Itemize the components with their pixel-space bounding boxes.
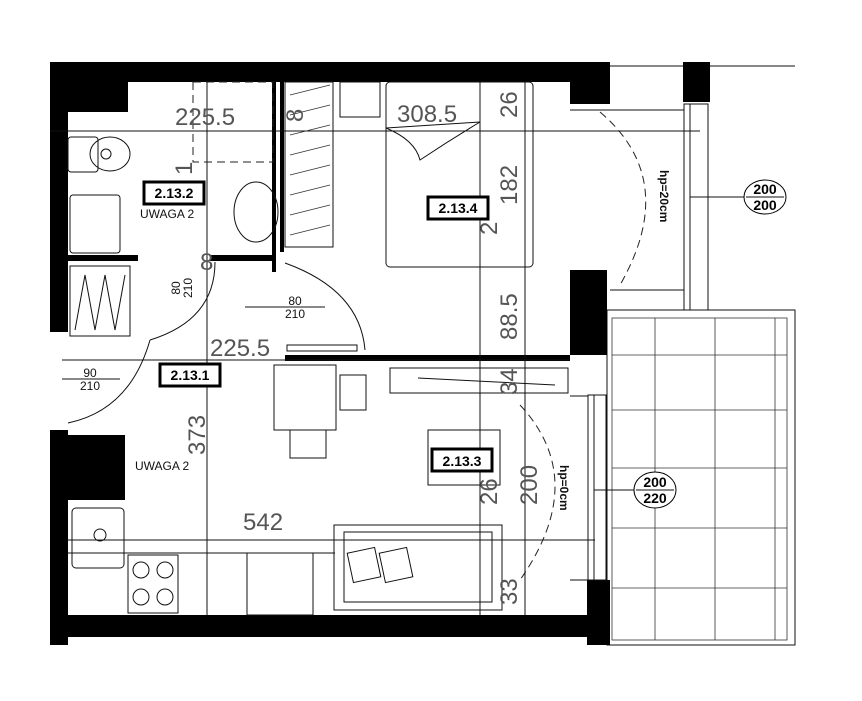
window-size-marker: 200 200 [743, 179, 787, 215]
svg-text:200: 200 [753, 181, 777, 197]
dim-bed-bottom: 88.5 [496, 293, 523, 340]
window-frames [519, 103, 709, 581]
svg-text:80: 80 [169, 281, 183, 295]
door-label: 80 210 [245, 294, 325, 321]
dim-bed-length: 182 [496, 165, 523, 205]
room-note: UWAGA 2 [140, 207, 195, 221]
room-tag-2.13.2: 2.13.2 [142, 180, 206, 206]
dim-living-side: 26 [476, 478, 503, 505]
fixtures [67, 81, 569, 616]
room-tag-2.13.3: 2.13.3 [430, 447, 494, 473]
room-id: 2.13.1 [171, 367, 210, 383]
window-sill-label: hp=0cm [557, 465, 571, 511]
door-label: 90 210 [62, 366, 120, 393]
room-id: 2.13.2 [155, 185, 194, 201]
dim-living-top: 34 [496, 368, 523, 395]
dim-bath-side: 1 [171, 162, 198, 175]
walls [50, 62, 710, 645]
doors [67, 261, 366, 424]
dim-living-bottom: 33 [496, 578, 523, 605]
dim-bath-gap: 8 [200, 249, 213, 276]
door-label: 80 210 [169, 278, 195, 298]
dim-living-window: 200 [516, 465, 543, 505]
dim-hall-width: 225.5 [210, 335, 270, 362]
svg-text:210: 210 [181, 278, 195, 298]
svg-text:210: 210 [80, 379, 100, 393]
dim-bed-top: 26 [496, 91, 523, 118]
window-size-marker: 200 220 [633, 471, 677, 509]
dimension-lines [50, 82, 700, 615]
room-tag-2.13.1: 2.13.1 [158, 362, 222, 388]
svg-text:200: 200 [753, 197, 777, 213]
dim-living-width: 542 [243, 509, 283, 536]
dim-wardrobe-gap: 8 [282, 109, 309, 122]
dim-living-height: 373 [184, 415, 211, 455]
balcony [606, 65, 796, 646]
room-id: 2.13.3 [443, 453, 482, 469]
dim-bath-width: 225.5 [175, 104, 235, 131]
room-note: UWAGA 2 [135, 459, 190, 473]
svg-text:220: 220 [643, 490, 667, 506]
svg-text:210: 210 [285, 307, 305, 321]
room-tag-2.13.4: 2.13.4 [426, 195, 490, 221]
svg-text:80: 80 [288, 294, 302, 308]
dim-bed-width: 308.5 [397, 101, 457, 128]
window-sill-label: hp=20cm [657, 170, 671, 222]
room-id: 2.13.4 [439, 200, 478, 216]
svg-text:200: 200 [643, 474, 667, 490]
svg-text:90: 90 [83, 366, 97, 380]
dim-bed-side: 2 [476, 222, 503, 235]
